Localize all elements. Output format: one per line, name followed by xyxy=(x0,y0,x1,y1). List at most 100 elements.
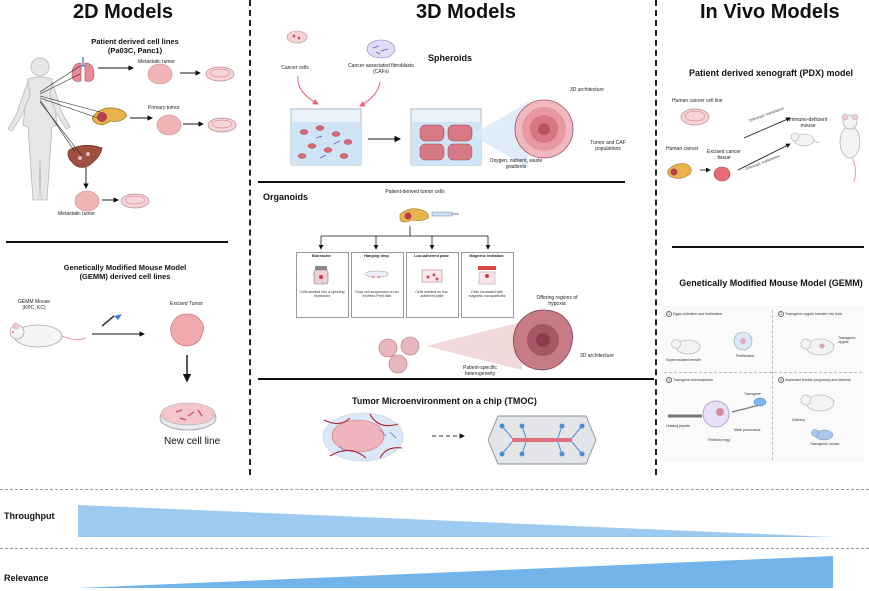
microfluidic-chip xyxy=(487,415,597,465)
excised-tumor-label: Excised Tumor xyxy=(170,301,204,307)
petri-dish-bottom xyxy=(120,193,150,209)
low-adherent-plate-icon xyxy=(421,269,443,283)
standing-mouse-icon xyxy=(839,113,861,183)
organ-connector-lines xyxy=(39,65,101,157)
excised-cancer-label: Excised cancer tissue xyxy=(707,149,741,161)
method-title-hanging-drop: Hanging drop xyxy=(364,254,389,258)
cancer-cells-label: Cancer cells xyxy=(281,65,309,71)
petri-dish-top xyxy=(205,66,235,82)
immuno-deficient-mouse-label: Immuno-deficient mouse xyxy=(788,117,828,129)
excised-cancer-tissue xyxy=(713,166,731,182)
human-cancer-pancreas-icon xyxy=(667,163,692,179)
relevance-label: Relevance xyxy=(4,573,49,583)
gemm-vivo-title: Genetically Modified Mouse Model (GEMM) xyxy=(679,278,863,288)
magnetic-levitation-icon xyxy=(478,266,496,285)
step4-mouse-icon xyxy=(800,394,835,412)
human-cell-line-dish xyxy=(680,108,710,126)
gemm-step-1-l2: Fertilization xyxy=(736,354,755,358)
pdcl-title: Patient derived cell lines(Pa03C, Panc1) xyxy=(91,37,179,55)
gemm-cell-lines-title: Genetically Modified Mouse Model (GEMM) … xyxy=(63,263,187,281)
gemm-step-1-title: 1 Eggs collection and fertilization xyxy=(666,311,723,317)
throughput-label: Throughput xyxy=(4,511,55,521)
gradients-label: Oxygen, nutrient, waste gradients xyxy=(489,158,543,170)
human-cancer-label: Human cancer xyxy=(666,146,699,152)
cafs-label: Cancer-associated fibroblasts (CAFs) xyxy=(348,63,414,75)
gemm-step-3-l2: Fertilized egg xyxy=(708,438,730,442)
scalpel-icon xyxy=(101,314,122,327)
gemm-step-1-l1: Superovulated female xyxy=(666,358,701,362)
primary-tumor-label: Primary tumor xyxy=(148,105,180,111)
gemm-step-3-l1: Holding pipette xyxy=(666,424,690,428)
bottom-dash-2 xyxy=(0,548,869,549)
method-desc-hanging-drop: Drop cell suspension on an inverted Petr… xyxy=(355,290,399,299)
step2-mouse-icon xyxy=(800,338,835,356)
method-card-low-adherent xyxy=(406,252,459,318)
throughput-wedge xyxy=(78,505,833,537)
step1-mouse-icon xyxy=(671,339,701,355)
heterogeneity-label: Patient-specific heterogeneity xyxy=(463,365,497,377)
divider-2d-3d xyxy=(249,0,251,475)
spheroid-zoom-cone xyxy=(472,102,528,168)
gemm-step-4-l1: Delivery xyxy=(792,418,805,422)
bioreactor-icon xyxy=(313,266,329,285)
divider-pdx-gemm xyxy=(672,246,864,248)
cafs-dish xyxy=(366,39,396,59)
gemm-mouse-icon xyxy=(9,322,87,348)
step4-pup-icon xyxy=(811,429,834,441)
organoid-3d-architecture-label: 3D architecture xyxy=(580,353,614,359)
new-cell-line-dish xyxy=(159,402,217,431)
petri-dish-middle xyxy=(207,117,237,133)
tumor-microenvironment-illustration xyxy=(322,412,404,462)
metastatic-tumor-label-bottom: Metastatic tumor xyxy=(58,211,95,217)
tmoc-dashed-arrow xyxy=(432,433,465,439)
divider-3d-vivo xyxy=(655,0,657,475)
pdx-flow-arrows xyxy=(700,117,791,173)
gemm-step-4-title: 4 Implanted female pregnancy and deliver… xyxy=(778,377,851,383)
gemm-step-2-title: 2 Transgenic zygote transfer into host xyxy=(778,311,842,317)
metastatic-tumor-label-top: Metastatic tumor xyxy=(138,59,175,65)
organoids-title: Organoids xyxy=(263,192,309,202)
spheroids-title: Spheroids xyxy=(428,53,473,63)
gemm-step-3-l4: Transgene xyxy=(744,392,762,396)
metastatic-tumor-bottom xyxy=(74,190,100,212)
divider-2d-sections xyxy=(6,241,228,243)
spheroid-cross-section xyxy=(514,99,574,159)
new-cell-line-label: New cell line xyxy=(164,436,221,447)
gemm-steps-vdivider xyxy=(772,310,773,460)
method-title-bioreactor: Bioreactor xyxy=(312,254,331,258)
hypoxia-label: Offering regions of hypoxia xyxy=(536,295,578,307)
method-card-hanging-drop xyxy=(351,252,404,318)
metastatic-tumor-top xyxy=(147,63,173,85)
well-cells-seeded xyxy=(290,108,362,166)
bottom-dash-1 xyxy=(0,489,869,490)
hanging-drop-icon xyxy=(364,270,390,279)
gemm-step-2-l1: Transgenic zygote xyxy=(838,336,856,345)
flow-arrows-2d xyxy=(83,65,204,203)
method-desc-bioreactor: Cells seeded into a spinning bioreactor xyxy=(299,290,345,299)
human-cell-line-label: Human cancer cell line xyxy=(672,98,723,104)
method-title-low-adherent: Low-adherent plate xyxy=(414,254,449,258)
liver-icon xyxy=(67,145,103,168)
method-title-magnetic: Magnetic levitation xyxy=(469,254,504,258)
organoid-method-tree xyxy=(318,226,491,250)
step3-microinjection-icon xyxy=(668,397,767,428)
cancer-cells-dish xyxy=(286,30,308,44)
spheroid-flow xyxy=(297,75,402,143)
human-body-illustration xyxy=(7,57,71,201)
small-mouse-icon xyxy=(790,132,821,147)
pdtc-pancreas-icon xyxy=(399,208,459,223)
gemm-step-3-l3: Male pronucleus xyxy=(734,428,761,432)
divider-organoids-tmoc xyxy=(258,378,654,380)
pdtc-label: Patient-derived tumor cells xyxy=(385,189,445,195)
excised-tumor-icon xyxy=(170,313,204,347)
tmoc-title: Tumor Microenvironment on a chip (TMOC) xyxy=(352,396,537,406)
gemm-arrow xyxy=(92,331,145,337)
organoid-zoom-cone xyxy=(426,322,522,370)
step1-egg-icon xyxy=(733,331,753,351)
header-2d-models: 2D Models xyxy=(73,1,174,23)
pdx-title: Patient derived xenograft (PDX) model xyxy=(688,68,854,78)
gemm-step-3-title: 3 Transgene microinjection xyxy=(666,377,713,383)
primary-tumor xyxy=(156,114,182,136)
header-3d-models: 3D Models xyxy=(416,1,517,23)
gemm-step-4-l2: Transgenic mouse xyxy=(810,442,840,446)
